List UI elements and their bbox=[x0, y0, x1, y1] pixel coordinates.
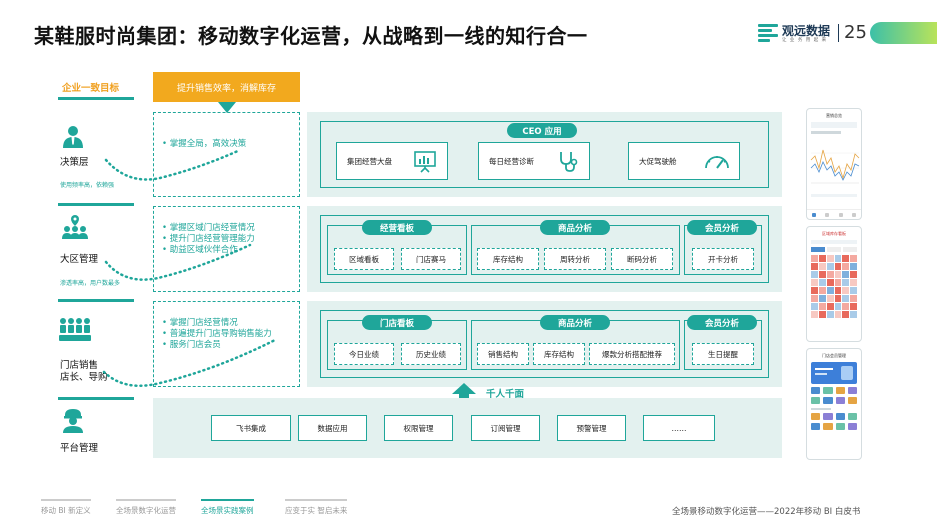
region-cell[interactable]: 开卡分析 bbox=[692, 248, 754, 270]
goal-item: • 助益区域伙伴合作 bbox=[162, 245, 238, 255]
team-location-icon bbox=[62, 215, 88, 239]
platform-cell[interactable]: 飞书集成 bbox=[211, 415, 291, 441]
region-group-member-title: 会员分析 bbox=[687, 220, 757, 235]
role-divider bbox=[58, 397, 134, 400]
phone-icon-grid bbox=[811, 387, 857, 404]
goal-item: • 提升门店经营管理能力 bbox=[162, 234, 255, 244]
store-group-member-title: 会员分析 bbox=[687, 315, 757, 330]
role-region-name: 大区管理 bbox=[60, 254, 99, 265]
phone-screen-region: 区域库存看板 bbox=[806, 226, 862, 342]
platform-cell[interactable]: …… bbox=[643, 415, 715, 441]
goal-item: • 服务门店会员 bbox=[162, 340, 221, 350]
goal-box: 提升销售效率，消解库存 bbox=[153, 72, 300, 102]
phone-title: 区域库存看板 bbox=[822, 231, 846, 236]
admin-icon bbox=[63, 409, 83, 433]
executive-icon bbox=[63, 126, 83, 148]
role-decision-note: 使用频率高，依赖强 bbox=[60, 182, 115, 189]
phone-screen-member: 门店会员管理 bbox=[806, 348, 862, 460]
store-cell[interactable]: 生日提醒 bbox=[692, 343, 754, 365]
page-title: 某鞋服时尚集团：移动数字化运营，从战略到一线的知行合一 bbox=[34, 24, 588, 48]
brand-logo: 观远数据 让 业 务 用 起 来 bbox=[758, 22, 838, 46]
platform-cell[interactable]: 预警管理 bbox=[557, 415, 626, 441]
stethoscope-icon bbox=[560, 152, 578, 172]
role-divider bbox=[58, 97, 134, 100]
footer-nav-item[interactable]: 全场景数字化运营 bbox=[116, 499, 176, 516]
up-arrow-icon bbox=[452, 383, 476, 405]
goal-item: • 掌握门店经营情况 bbox=[162, 318, 238, 328]
speedometer-icon bbox=[705, 156, 729, 169]
region-cell[interactable]: 库存结构 bbox=[477, 248, 539, 270]
ceo-cell-cockpit[interactable]: 大促驾驶舱 bbox=[628, 142, 740, 180]
store-goals-box: • 掌握门店经营情况 • 普遍提升门店导购销售能力 • 服务门店会员 bbox=[153, 301, 300, 387]
ceo-cell-diagnosis[interactable]: 每日经营诊断 bbox=[478, 142, 590, 180]
page-accent-pill bbox=[870, 22, 937, 44]
platform-cell[interactable]: 数据应用 bbox=[298, 415, 367, 441]
goal-label: 企业一致目标 bbox=[62, 83, 120, 94]
ceo-title-pill: CEO 应用 bbox=[507, 123, 577, 138]
store-cell[interactable]: 销售结构 bbox=[477, 343, 529, 365]
platform-cell[interactable]: 权限管理 bbox=[384, 415, 453, 441]
role-store-subname: 店长、导购 bbox=[60, 372, 108, 383]
goal-arrow-icon bbox=[218, 102, 236, 113]
brand-tagline: 让 业 务 用 起 来 bbox=[782, 38, 828, 43]
region-group-product-title: 商品分析 bbox=[540, 220, 610, 235]
phone-screen-overview: 营销总览 bbox=[806, 108, 862, 220]
brand-name: 观远数据 bbox=[782, 24, 831, 38]
phone-title: 营销总览 bbox=[826, 113, 842, 118]
phone-heatmap bbox=[811, 255, 857, 318]
personalization-label: 千人千面 bbox=[486, 389, 525, 400]
region-cell[interactable]: 区域看板 bbox=[334, 248, 394, 270]
store-cell[interactable]: 爆款分析搭配推荐 bbox=[589, 343, 675, 365]
role-divider bbox=[58, 299, 134, 302]
decision-goals-box: • 掌握全局，高效决策 bbox=[153, 112, 300, 197]
role-store-name: 门店销售 bbox=[60, 360, 99, 371]
footer-nav-item[interactable]: 移动 BI 新定义 bbox=[41, 499, 91, 516]
role-decision-name: 决策层 bbox=[60, 157, 89, 168]
store-staff-icon bbox=[59, 318, 91, 341]
presentation-board-icon bbox=[414, 151, 436, 173]
region-cell[interactable]: 周转分析 bbox=[544, 248, 606, 270]
ceo-cell-overview[interactable]: 集团经营大盘 bbox=[336, 142, 448, 180]
page-number: 25 bbox=[844, 22, 867, 43]
store-group-dashboard-title: 门店看板 bbox=[362, 315, 432, 330]
footer-source: 全场景移动数字化运营——2022年移动 BI 白皮书 bbox=[672, 507, 861, 517]
role-region-note: 渗透率高，用户数最多 bbox=[60, 280, 121, 287]
store-cell[interactable]: 历史业绩 bbox=[401, 343, 461, 365]
goal-item: • 普遍提升门店导购销售能力 bbox=[162, 329, 272, 339]
store-cell[interactable]: 今日业绩 bbox=[334, 343, 394, 365]
page-separator bbox=[838, 24, 839, 42]
store-cell[interactable]: 库存结构 bbox=[533, 343, 585, 365]
role-platform-name: 平台管理 bbox=[60, 443, 99, 454]
phone-line-chart bbox=[810, 149, 860, 184]
logo-bars-icon bbox=[758, 24, 778, 44]
footer-nav-item[interactable]: 应变于实 智启未来 bbox=[285, 499, 348, 516]
region-goals-box: • 掌握区域门店经营情况 • 提升门店经营管理能力 • 助益区域伙伴合作 bbox=[153, 206, 300, 292]
region-group-dashboard-title: 经营看板 bbox=[362, 220, 432, 235]
region-cell[interactable]: 门店赛马 bbox=[401, 248, 461, 270]
store-group-product-title: 商品分析 bbox=[540, 315, 610, 330]
goal-item: • 掌握区域门店经营情况 bbox=[162, 223, 255, 233]
role-divider bbox=[58, 203, 134, 206]
phone-title: 门店会员管理 bbox=[822, 353, 846, 358]
region-cell[interactable]: 断码分析 bbox=[611, 248, 673, 270]
platform-cell[interactable]: 订阅管理 bbox=[471, 415, 540, 441]
goal-item: • 掌握全局，高效决策 bbox=[162, 139, 247, 149]
footer-nav-item-active[interactable]: 全场景实践案例 bbox=[201, 499, 254, 516]
